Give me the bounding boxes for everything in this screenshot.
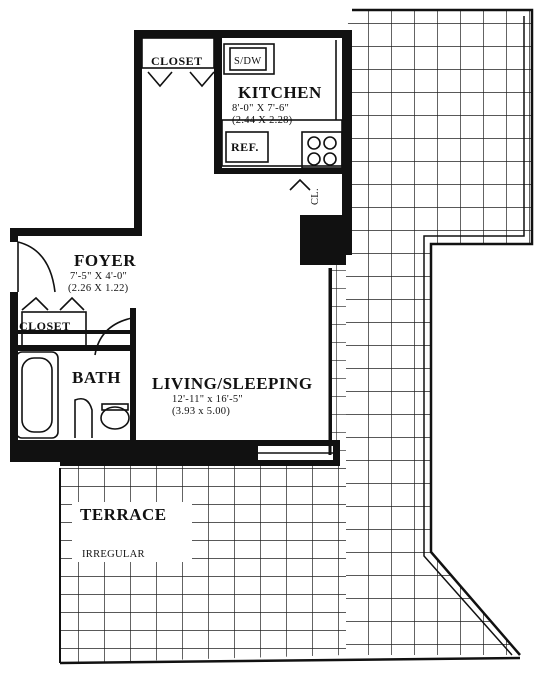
foyer-title: FOYER xyxy=(74,251,136,270)
ref-label: REF. xyxy=(231,140,259,154)
terrace-strip xyxy=(330,265,346,455)
living-dim-ft: 12'-11" x 16'-5" xyxy=(172,394,243,405)
kitchen-dim-ft: 8'-0" X 7'-6" xyxy=(232,103,289,114)
terrace-line3: IRREGULAR xyxy=(82,549,145,560)
closet-foyer-label: CLOSET xyxy=(19,319,71,333)
terrace-label-backing xyxy=(72,502,192,562)
living-dim-m: (3.93 x 5.00) xyxy=(172,406,230,417)
doors xyxy=(17,71,311,356)
closet-top-label: CLOSET xyxy=(151,54,203,68)
foyer-closet-shelf xyxy=(21,311,87,347)
sdw-label: S/DW xyxy=(234,56,261,67)
kitchen-title: KITCHEN xyxy=(238,83,322,102)
foyer-dim-ft: 7'-5" X 4'-0" xyxy=(70,271,127,282)
bath-title: BATH xyxy=(72,368,121,387)
kitchen-fixtures xyxy=(141,37,343,169)
terrace-title: TERRACE xyxy=(80,505,167,524)
terrace-right xyxy=(346,8,534,656)
bath-fixtures xyxy=(15,351,130,439)
living-title: LIVING/SLEEPING xyxy=(152,374,313,393)
foyer-dim-m: (2.26 X 1.22) xyxy=(68,283,129,294)
kitchen-dim-m: (2.44 X 2.28) xyxy=(232,115,293,126)
cl-label: CL. xyxy=(310,188,321,205)
